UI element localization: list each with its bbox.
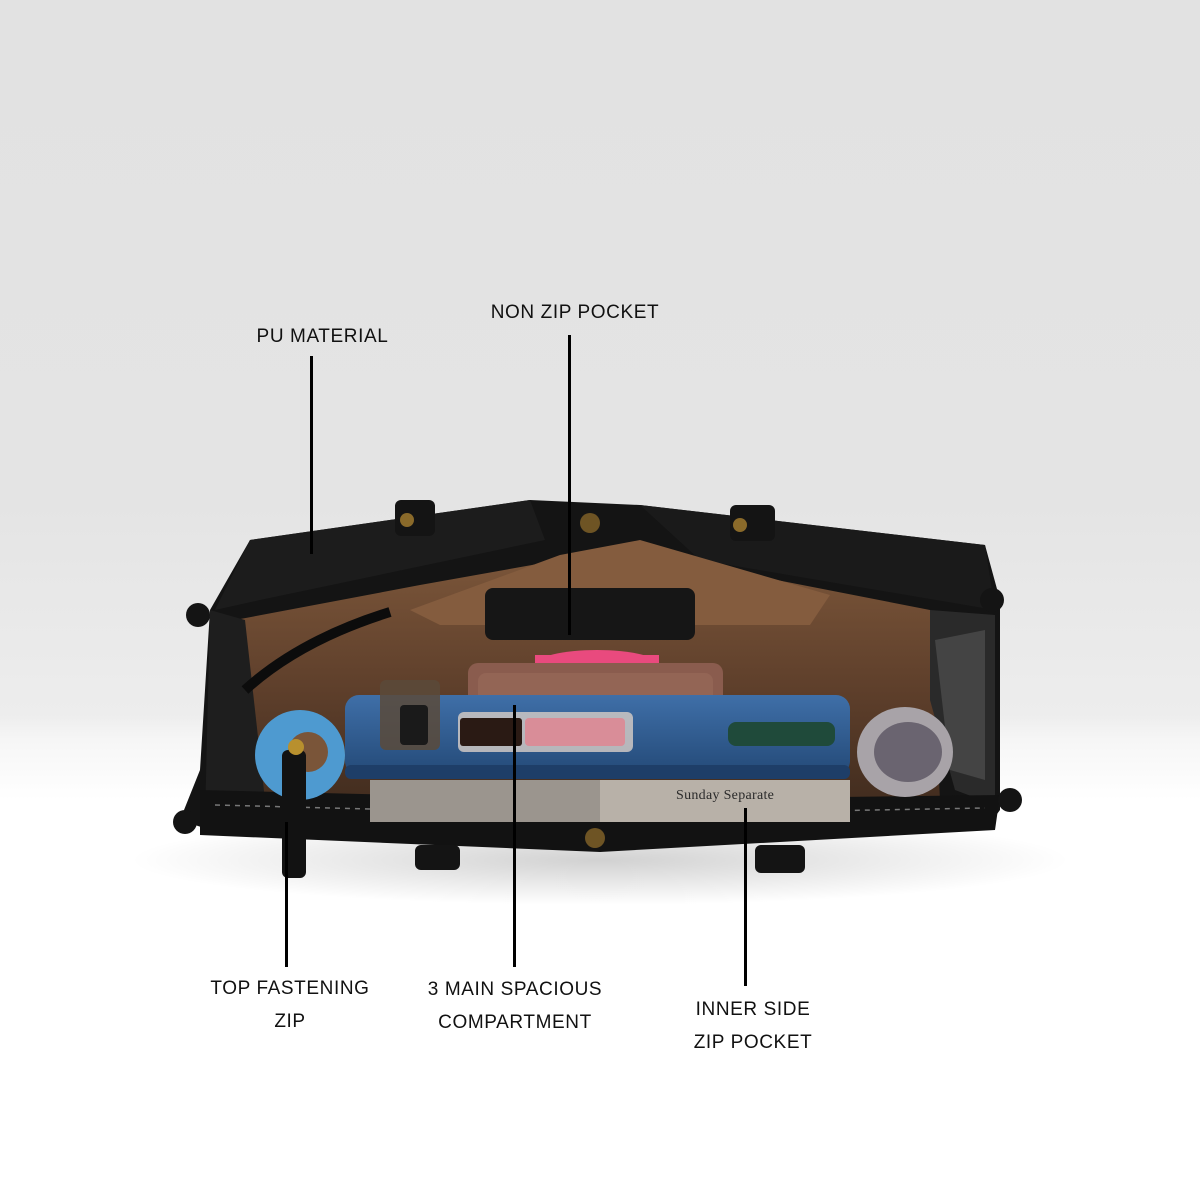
callout-main-compartment-line2: COMPARTMENT	[438, 1012, 592, 1033]
callout-main-compartment: 3 MAIN SPACIOUS COMPARTMENT	[410, 973, 620, 1039]
callout-top-fastening-zip: TOP FASTENING ZIP	[200, 972, 380, 1038]
leader-line-non-zip-pocket	[568, 335, 571, 635]
leader-line-pu-material	[310, 356, 313, 554]
callout-inner-side-zip-pocket-line1: INNER SIDE	[695, 999, 811, 1020]
callout-pu-material: PU MATERIAL	[250, 320, 395, 353]
callout-pu-material-text: PU MATERIAL	[256, 326, 389, 347]
leader-line-inner-side-zip-pocket	[744, 808, 747, 986]
callout-top-fastening-zip-line2: ZIP	[274, 1011, 306, 1032]
book-cover-text: Sunday Separate	[676, 788, 775, 803]
callout-inner-side-zip-pocket-line2: ZIP POCKET	[693, 1032, 813, 1053]
callout-main-compartment-line1: 3 MAIN SPACIOUS	[427, 979, 603, 1000]
leader-line-main-compartment	[513, 705, 516, 967]
callout-non-zip-pocket-text: NON ZIP POCKET	[490, 302, 660, 323]
callout-inner-side-zip-pocket: INNER SIDE ZIP POCKET	[680, 993, 826, 1059]
callout-non-zip-pocket: NON ZIP POCKET	[480, 296, 670, 329]
callout-top-fastening-zip-line1: TOP FASTENING	[210, 978, 370, 999]
leader-line-top-fastening-zip	[285, 822, 288, 967]
